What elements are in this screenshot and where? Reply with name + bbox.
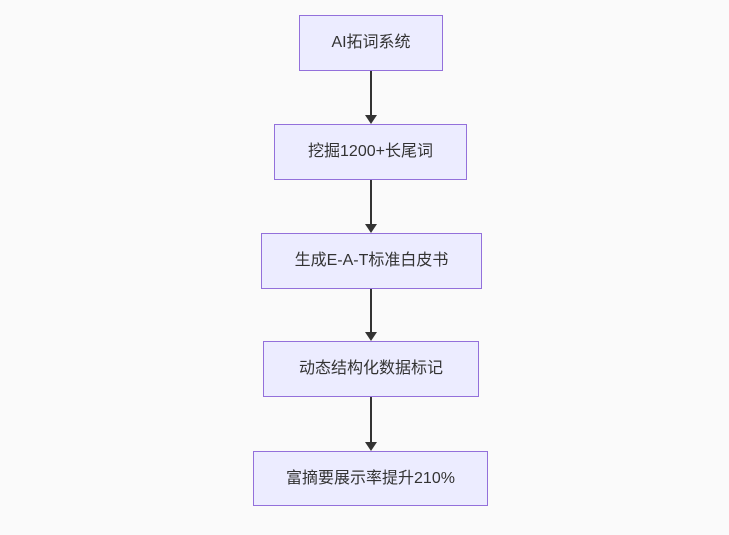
flow-node-step-3: 生成E-A-T标准白皮书 — [261, 233, 482, 289]
arrow-shaft — [370, 71, 372, 115]
flow-node-label: 挖掘1200+长尾词 — [308, 143, 433, 161]
flow-node-label: AI拓词系统 — [331, 34, 411, 52]
arrowhead-down-icon — [365, 115, 377, 124]
arrow-shaft — [370, 397, 372, 442]
flow-node-step-5: 富摘要展示率提升210% — [253, 451, 488, 506]
arrowhead-down-icon — [365, 442, 377, 451]
flow-node-label: 动态结构化数据标记 — [298, 360, 443, 378]
flow-arrow-4-to-5 — [365, 397, 377, 451]
flow-node-label: 生成E-A-T标准白皮书 — [294, 252, 449, 270]
flow-arrow-3-to-4 — [365, 289, 377, 341]
flow-node-step-2: 挖掘1200+长尾词 — [274, 124, 467, 180]
flow-node-step-1: AI拓词系统 — [299, 15, 443, 71]
flow-arrow-2-to-3 — [365, 180, 377, 233]
arrowhead-down-icon — [365, 332, 377, 341]
arrowhead-down-icon — [365, 224, 377, 233]
arrow-shaft — [370, 180, 372, 224]
flow-arrow-1-to-2 — [365, 71, 377, 124]
flow-node-label: 富摘要展示率提升210% — [286, 469, 455, 487]
flow-node-step-4: 动态结构化数据标记 — [263, 341, 479, 397]
arrow-shaft — [370, 289, 372, 332]
